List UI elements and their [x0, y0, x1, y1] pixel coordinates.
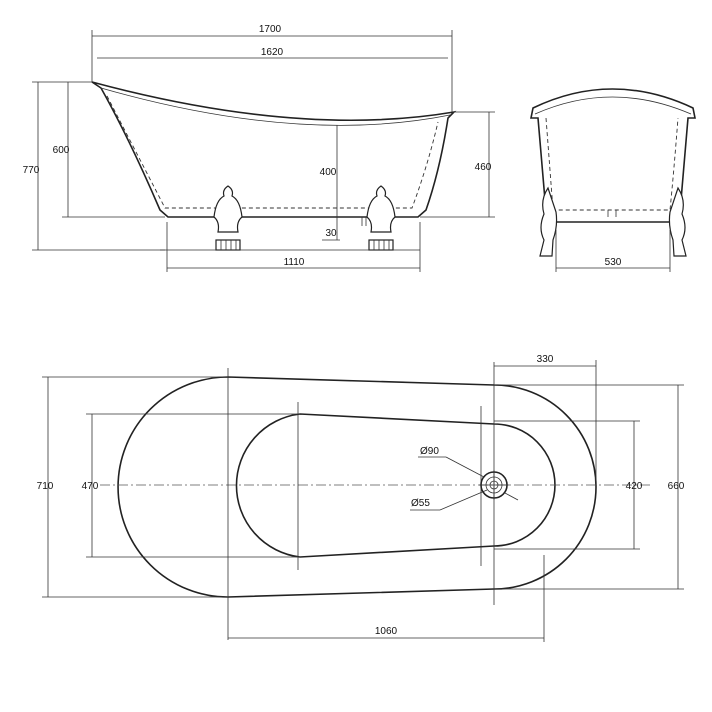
- dim-end-width: 530: [605, 257, 622, 268]
- side-view: 1700 1620 770 600 400 30 460 1110: [23, 24, 495, 272]
- dim-total-height: 770: [23, 165, 40, 176]
- end-view-inner-wall: [545, 117, 679, 211]
- end-view-right-foot: [668, 186, 687, 257]
- top-view-drain: [479, 470, 509, 500]
- dim-interior-length: 1060: [375, 626, 398, 637]
- dim-end-height: 460: [475, 162, 492, 173]
- dim-overall-length: 1700: [259, 24, 282, 35]
- dim-drain-offset: 330: [537, 354, 554, 365]
- side-view-drain: [361, 217, 367, 226]
- top-view: Ø90 Ø55 710 470 420 660 330 1060: [37, 354, 685, 642]
- dim-depth: 400: [320, 167, 337, 178]
- dim-drain-inner-diameter: Ø55: [411, 498, 430, 509]
- end-view-drain: [607, 210, 617, 217]
- side-view-left-foot: [213, 185, 243, 251]
- dim-inner-length: 1620: [261, 47, 284, 58]
- dim-outer-width-foot: 660: [668, 481, 685, 492]
- end-view-tub-outline: [530, 88, 696, 223]
- side-view-inner-wall: [106, 95, 439, 209]
- end-view-left-foot: [539, 186, 558, 257]
- dim-floor-to-rim: 600: [53, 145, 70, 156]
- end-view-rim-curve: [534, 96, 692, 115]
- side-view-right-foot: [366, 185, 396, 251]
- dim-drain-outer-diameter: Ø90: [420, 446, 439, 457]
- dim-foot-height: 30: [325, 228, 337, 239]
- side-view-tub-outline: [91, 81, 457, 218]
- dim-outer-width: 710: [37, 481, 54, 492]
- end-view: 530: [530, 88, 696, 272]
- top-view-outer-outline: [117, 376, 597, 598]
- dim-inner-width-foot: 420: [626, 481, 643, 492]
- side-view-rim-curve: [100, 87, 451, 126]
- dim-inner-width-head: 470: [82, 481, 99, 492]
- dim-feet-span: 1110: [284, 257, 305, 268]
